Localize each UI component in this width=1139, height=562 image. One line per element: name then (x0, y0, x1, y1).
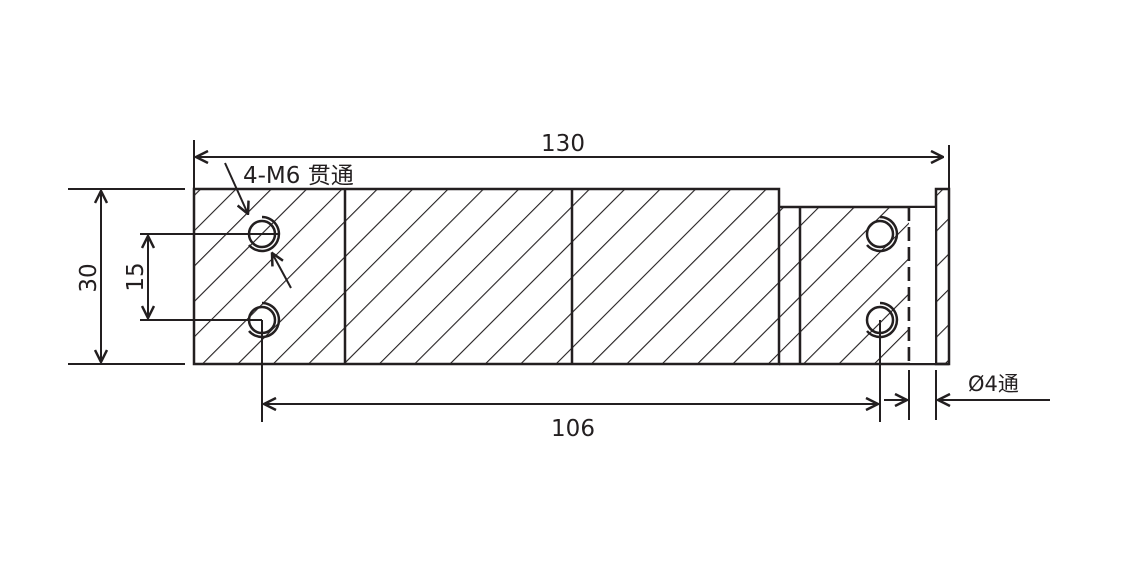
dimension-through-hole: Ø4通 (884, 370, 1050, 420)
dimension-106: 106 (261, 320, 881, 442)
thread-callout: 4-M6 贯通 (224, 162, 354, 289)
hatched-body (194, 189, 949, 364)
thread-note: 4-M6 贯通 (243, 163, 354, 189)
dimension-label-30: 30 (76, 263, 102, 292)
hole-top-right (865, 215, 899, 253)
dimension-15: 15 (123, 233, 262, 321)
dimension-label-106: 106 (551, 416, 595, 442)
dimension-label-130: 130 (541, 131, 585, 157)
through-hole-note: Ø4通 (968, 372, 1019, 396)
dimension-label-15: 15 (123, 262, 149, 291)
dimension-30: 30 (68, 188, 185, 365)
part-outline (192, 187, 951, 366)
dimension-130: 130 (193, 131, 950, 189)
